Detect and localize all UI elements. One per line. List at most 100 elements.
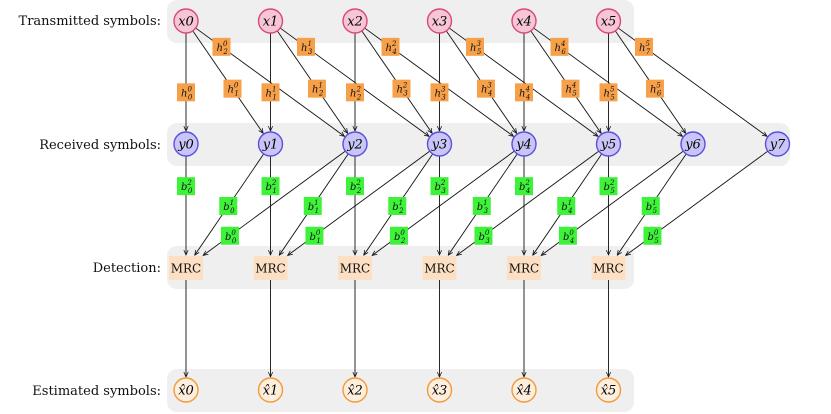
received-symbol-1-circle xyxy=(257,131,284,157)
estimated-symbol-4-circle xyxy=(511,377,537,403)
detection-band xyxy=(167,246,634,289)
transmitted-band xyxy=(167,0,634,43)
channel-coef-0-box xyxy=(177,83,195,102)
combining-coef-6-box xyxy=(346,177,364,196)
transmitted-symbol-3: x3 xyxy=(426,8,453,34)
channel-coef-11-box xyxy=(465,37,484,56)
received-symbol-5-label: y5 xyxy=(600,138,617,153)
channel-coef-3-box xyxy=(261,83,280,102)
channel-coef-2-box xyxy=(212,37,231,56)
combining-coef-12-box xyxy=(515,177,533,196)
mrc-block-0-label: MRC xyxy=(171,262,202,276)
label-received: Received symbols: xyxy=(39,138,161,153)
combining-coef-8-box xyxy=(389,226,408,245)
label-detection: Detection: xyxy=(93,261,161,276)
received-symbol-7-circle xyxy=(764,131,791,157)
estimated-symbol-5-label: x̂5 xyxy=(601,384,617,399)
mrc-block-2: MRC xyxy=(338,256,372,280)
received-symbol-7: y7 xyxy=(764,131,791,157)
mrc-block-1-box xyxy=(253,256,288,280)
label-estimated: Estimated symbols: xyxy=(32,384,161,399)
channel-coef-14-box xyxy=(550,37,569,56)
mrc-block-0: MRC xyxy=(169,256,203,280)
received-symbol-6-circle xyxy=(680,131,706,157)
combining-coef-13-box xyxy=(557,197,576,215)
estimated-symbol-2: x̂2 xyxy=(342,377,368,403)
combining-coef-0-box xyxy=(177,177,195,196)
mrc-block-4-label: MRC xyxy=(509,262,540,276)
estimated-symbol-5-circle xyxy=(595,377,622,403)
combining-coef-17-box xyxy=(643,226,662,245)
combining-coef-3-box xyxy=(261,177,280,196)
channel-coef-6-box xyxy=(346,83,364,102)
channel-coef-12-box xyxy=(515,83,533,102)
transmitted-symbol-3-circle xyxy=(426,8,453,34)
channel-coef-16-box xyxy=(645,79,664,98)
estimated-symbol-1: x̂1 xyxy=(257,377,284,403)
transmitted-symbol-5-circle xyxy=(595,8,622,34)
mrc-block-5-box xyxy=(591,256,626,280)
transmitted-symbol-5-label: x5 xyxy=(601,15,617,30)
estimated-symbol-3-label: x̂3 xyxy=(432,384,448,399)
channel-coef-5-box xyxy=(296,37,315,56)
channel-coef-9-box xyxy=(430,83,449,102)
channel-coef-1-box xyxy=(223,79,242,98)
mrc-block-3-label: MRC xyxy=(424,262,455,276)
mrc-block-1-label: MRC xyxy=(255,262,286,276)
received-symbol-0-label: y0 xyxy=(177,138,194,153)
mrc-block-1: MRC xyxy=(253,256,288,280)
combining-coef-7-box xyxy=(388,197,407,215)
estimated-symbol-0: x̂0 xyxy=(173,377,199,403)
received-symbol-3-label: y3 xyxy=(431,138,448,153)
transmitted-symbol-0-circle xyxy=(173,8,199,34)
mrc-block-3-box xyxy=(422,256,457,280)
transmitted-symbol-4: x4 xyxy=(511,8,537,34)
channel-coef-7-box xyxy=(392,79,411,98)
channel-coef-17-box xyxy=(634,37,653,56)
transmitted-symbol-2-label: x2 xyxy=(347,15,363,30)
combining-coef-2-box xyxy=(220,226,239,245)
